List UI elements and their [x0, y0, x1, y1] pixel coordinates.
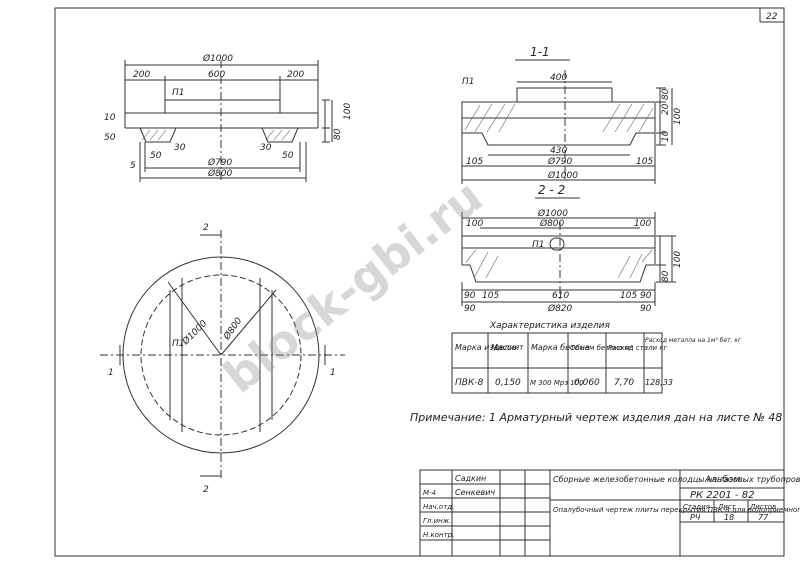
section-2-2-right-100: 100: [634, 219, 651, 229]
title-name-2: Сенкевич: [455, 488, 495, 497]
title-stage-label: Стадия: [683, 503, 710, 511]
row-volume: 0,060: [574, 378, 600, 388]
elevation-hatching: [141, 129, 291, 141]
title-sheet-label: Лист: [717, 503, 737, 511]
section-1-1-d790: Ø790: [547, 156, 573, 167]
title-role-1: М-4: [423, 489, 436, 497]
title-album-code: РК 2201 - 82: [690, 490, 754, 501]
section-1-1-right-80: 80: [661, 88, 671, 100]
drawing-note: Примечание: 1 Арматурный чертеж изделия …: [410, 411, 782, 424]
title-project: Сборные железобетонные колодцы на газовы…: [553, 475, 800, 484]
header-concrete: Марка бетона: [531, 343, 590, 352]
elevation-overall-dim: Ø1000: [202, 53, 233, 64]
watermark: block-gbi.ru: [214, 169, 493, 404]
section-2-2-left-90b: 90: [464, 304, 476, 314]
plan-label: П1: [172, 339, 185, 349]
title-role-3: Гл.инж.: [423, 517, 451, 525]
row-mark: ПВК-8: [455, 378, 484, 388]
section-1-1-left-105: 105: [466, 157, 483, 167]
title-drawing: Опалубочный чертеж плиты перекрытия ПВК-…: [553, 506, 800, 514]
characteristics-table: [451, 332, 663, 394]
elevation-left-50: 50: [104, 133, 116, 143]
title-stage: РЧ: [690, 513, 701, 522]
header-volume: Объем бетона м³: [570, 344, 633, 352]
row-metal: 128,33: [645, 378, 673, 387]
title-album: Альбом: [704, 475, 740, 485]
section-2-2-right-80: 80: [661, 270, 671, 282]
section-1-1-top-width: 400: [550, 73, 567, 83]
title-role-2: Нач.отд.: [423, 503, 454, 511]
section-2-2: [461, 197, 676, 306]
elevation-right-h1: 80: [333, 128, 343, 140]
plan-cut-2-bottom: 2: [203, 485, 209, 495]
section-2-2-hatching: [465, 249, 653, 279]
section-2-2-right-90: 90: [640, 291, 652, 301]
elevation-inner-30-left: 30: [174, 143, 186, 153]
section-1-1-bottom-width: 430: [550, 146, 567, 156]
section-2-2-left-105: 105: [482, 291, 499, 301]
title-sheets: 77: [758, 513, 769, 522]
section-1-1-label: П1: [462, 77, 475, 87]
plan-cut-1-left: 1: [108, 368, 114, 378]
row-mass: 0,150: [495, 378, 521, 388]
section-2-2-d800: Ø800: [539, 218, 565, 229]
section-2-2-right-90b: 90: [640, 304, 652, 314]
row-concrete: М 300 Мрз 100: [530, 379, 584, 387]
elevation-inner-50-left: 50: [150, 151, 162, 161]
title-sheets-label: Листов: [749, 503, 776, 511]
header-mass: Масса т: [491, 343, 524, 352]
section-2-2-left-100: 100: [466, 219, 483, 229]
plan-view: [100, 230, 345, 480]
elevation-view: [124, 60, 333, 182]
elevation-left-width: 200: [133, 70, 150, 80]
plan-cut-2-top: 2: [203, 223, 209, 233]
section-1-1: [461, 59, 673, 184]
section-2-2-right-100v: 100: [673, 251, 683, 268]
elevation-inner-30-right: 30: [260, 143, 272, 153]
section-1-1-hatching: [464, 103, 654, 133]
section-2-2-d1000: Ø1000: [537, 208, 568, 219]
section-2-2-center: 610: [552, 291, 569, 301]
section-1-1-right-20: 20: [661, 103, 671, 115]
elevation-d800: Ø800: [207, 168, 233, 179]
section-2-2-right-105: 105: [620, 291, 637, 301]
section-2-2-title: 2 - 2: [538, 183, 565, 197]
elevation-center-width: 600: [208, 70, 225, 80]
elevation-left-5: 5: [130, 161, 136, 171]
section-1-1-right-105: 105: [636, 157, 653, 167]
sheet-number: 22: [766, 12, 778, 22]
section-1-1-right-100: 100: [673, 108, 683, 125]
title-name-1: Садкин: [455, 474, 486, 483]
elevation-right-width: 200: [287, 70, 304, 80]
section-1-1-d1000: Ø1000: [547, 170, 578, 181]
elevation-inner-50-right: 50: [282, 151, 294, 161]
elevation-d790: Ø790: [207, 157, 233, 168]
section-1-1-title: 1-1: [530, 45, 550, 59]
section-1-1-right-10: 10: [661, 130, 671, 142]
elevation-label: П1: [172, 88, 185, 98]
header-mark: Марка изделия: [455, 343, 519, 352]
title-role-4: Н.контр.: [423, 531, 454, 539]
row-steel: 7,70: [614, 378, 634, 388]
characteristics-title: Характеристика изделия: [489, 321, 611, 331]
header-metal: Расход металла на 1м³ бет. кг: [645, 337, 742, 344]
elevation-left-10: 10: [104, 113, 116, 123]
title-block: [419, 469, 785, 557]
section-2-2-d820: Ø820: [547, 303, 573, 314]
section-2-2-left-90: 90: [464, 291, 476, 301]
elevation-right-h2: 100: [343, 103, 353, 120]
header-steel: Расход стали кг: [608, 344, 668, 352]
section-2-2-label: П1: [532, 240, 545, 250]
plan-cut-1-right: 1: [330, 368, 336, 378]
title-sheet: 18: [724, 513, 734, 522]
